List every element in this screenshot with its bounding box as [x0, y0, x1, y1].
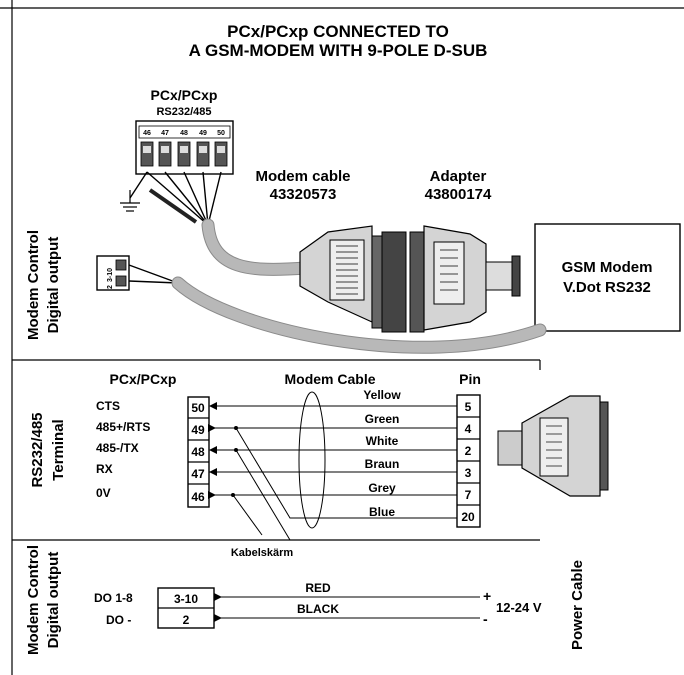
wire-color-green: Green: [365, 412, 400, 426]
pin-5: 5: [465, 400, 472, 414]
terminal-49: 49: [191, 423, 205, 437]
terminal-pin-46: 46: [143, 130, 151, 137]
adapter-connector-icon: [409, 225, 521, 333]
signal-485-rts: 485+/RTS: [96, 420, 150, 434]
pin-column: 5 4 2 3 7 20: [456, 394, 481, 528]
bottom-terminal-3-10: 3-10: [174, 592, 198, 606]
adapter-label: Adapter: [430, 168, 487, 185]
ground-icon: [120, 190, 140, 212]
signal-labels: CTS 485+/RTS 485-/TX RX 0V: [96, 399, 150, 500]
terminal-pin-48: 48: [180, 130, 188, 137]
title-line-1: PCx/PCxp CONNECTED TO: [227, 22, 449, 41]
bottom-wires: [214, 596, 480, 619]
terminal-column: 50 49 48 47 46: [187, 396, 210, 508]
wire-color-white: White: [366, 434, 399, 448]
power-cable: [172, 277, 546, 353]
middle-dsub-icon: [497, 395, 609, 497]
header-cable: Modem Cable: [284, 371, 375, 387]
pin-2: 2: [465, 444, 472, 458]
pin-4: 4: [465, 422, 472, 436]
adapter-part: 43800174: [425, 186, 492, 203]
modem-cable-label: Modem cable: [255, 168, 350, 185]
cable-sheath-ellipse: [298, 391, 326, 529]
dsub-connector-icon: [299, 225, 407, 333]
middle-side-label-line-2: Terminal: [50, 419, 67, 480]
wire-color-blue: Blue: [369, 505, 395, 519]
bottom-terminal: 3-10 2: [157, 587, 215, 629]
title-line-2: A GSM-MODEM WITH 9-POLE D-SUB: [189, 41, 488, 60]
signal-0v: 0V: [96, 486, 111, 500]
terminal-pin-49: 49: [199, 130, 207, 137]
top-side-label-line-1: Modem Control: [25, 230, 42, 340]
digital-pin-2: 2: [107, 285, 114, 289]
bottom-signal-do-1-8: DO 1-8: [94, 591, 133, 605]
signal-rx: RX: [96, 462, 113, 476]
wire-black: BLACK: [297, 602, 339, 616]
modem-cable-part: 43320573: [270, 186, 337, 203]
pin-20: 20: [461, 510, 475, 524]
digital-pin-3-10: 3-10: [107, 268, 114, 282]
wire-color-grey: Grey: [368, 481, 396, 495]
bottom-wire-arrows: [214, 593, 222, 622]
bottom-side-label-line-1: Modem Control: [25, 545, 42, 655]
wire-color-yellow: Yellow: [363, 388, 401, 402]
bottom-side-label-line-2: Digital output: [45, 552, 62, 649]
header-pin: Pin: [459, 371, 481, 387]
polarity-minus: -: [483, 611, 488, 627]
modem-cable: [202, 219, 311, 275]
gsm-modem-box: [534, 223, 681, 332]
gsm-modem-line-2: V.Dot RS232: [563, 279, 651, 296]
terminal-pin-47: 47: [161, 130, 169, 137]
signal-cts: CTS: [96, 399, 120, 413]
power-cable-label: Power Cable: [569, 560, 586, 650]
digital-wire-b: [128, 280, 179, 284]
terminal-46: 46: [191, 490, 205, 504]
pcx-terminal-block: 46 47 48 49 50: [135, 120, 234, 175]
black-wire: [148, 188, 198, 224]
digital-wire-a: [128, 264, 179, 284]
top-device-sublabel: RS232/485: [156, 106, 211, 118]
gsm-modem-line-1: GSM Modem: [562, 259, 653, 276]
terminal-pin-50: 50: [217, 130, 225, 137]
terminal-48: 48: [191, 445, 205, 459]
wire-color-braun: Braun: [365, 457, 400, 471]
wire-red: RED: [305, 581, 331, 595]
bottom-terminal-2: 2: [183, 613, 190, 627]
digital-output-terminal: 3-10 2: [96, 255, 130, 291]
wire-arrows: [208, 402, 238, 499]
terminal-47: 47: [191, 467, 205, 481]
pin-3: 3: [465, 466, 472, 480]
middle-side-label-line-1: RS232/485: [29, 412, 46, 487]
middle-wires: [209, 405, 457, 541]
top-device-label: PCx/PCxp: [151, 87, 218, 103]
terminal-50: 50: [191, 401, 205, 415]
supply-voltage: 12-24 V: [496, 600, 542, 615]
signal-485-tx: 485-/TX: [96, 441, 139, 455]
header-device: PCx/PCxp: [110, 371, 177, 387]
pin-7: 7: [465, 488, 472, 502]
shield-label: Kabelskärm: [231, 547, 294, 559]
wire-color-labels: Yellow Green White Braun Grey Blue: [363, 388, 401, 519]
polarity-plus: +: [483, 588, 491, 604]
bottom-signal-do-minus: DO -: [106, 613, 131, 627]
terminal-wires: [129, 171, 222, 226]
top-side-label-line-2: Digital output: [45, 237, 62, 334]
